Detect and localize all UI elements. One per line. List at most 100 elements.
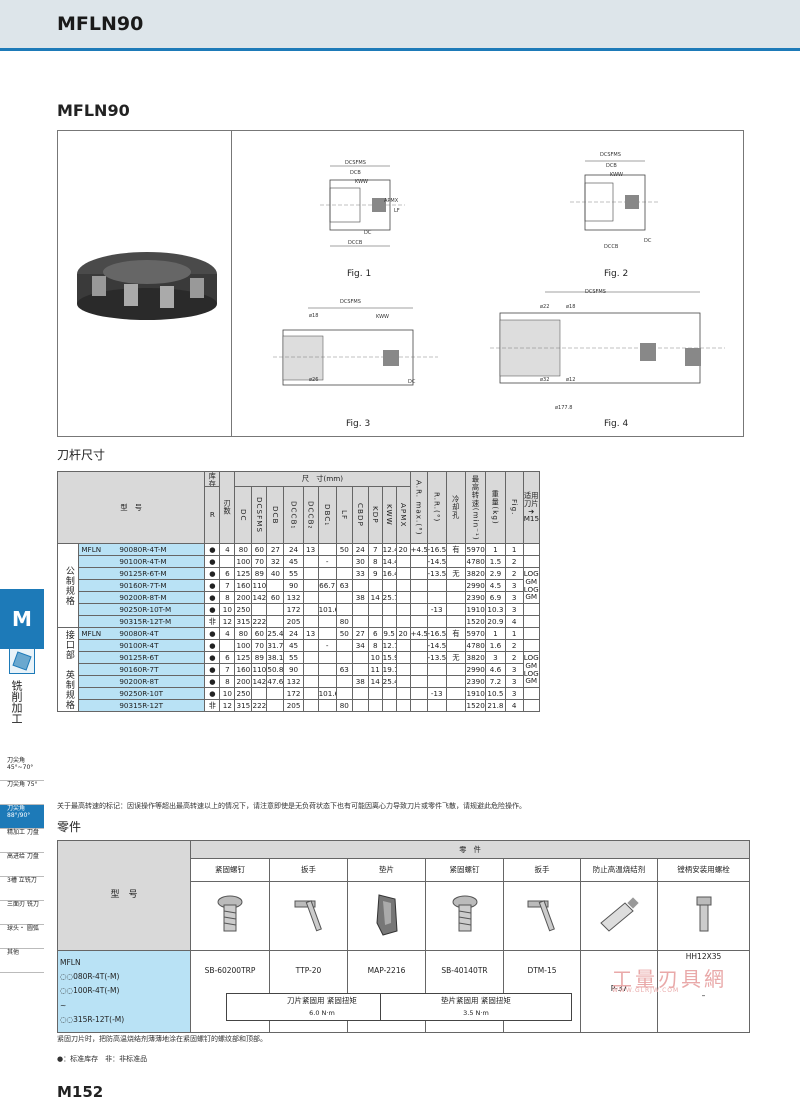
sidebar-item-5[interactable]: 3槽 立铣刀 <box>0 877 44 901</box>
data-cell: 8 <box>219 675 236 688</box>
data-cell: 2990 <box>465 663 487 676</box>
data-cell: -16.5 <box>426 543 447 556</box>
data-cell: 6.9 <box>485 591 506 604</box>
data-cell: 7 <box>219 663 236 676</box>
model-cell: 90125R-6T-M <box>78 567 206 580</box>
data-cell <box>381 603 397 616</box>
data-cell: 27 <box>266 543 285 556</box>
sidebar-item-8[interactable]: 其他 <box>0 949 44 973</box>
data-cell: 有 <box>445 543 467 556</box>
page-header <box>0 0 800 50</box>
sidebar-item-1[interactable]: 刀尖角 75° <box>0 781 44 805</box>
data-cell: ● <box>204 675 221 688</box>
dim-apmx: APMX <box>384 198 399 204</box>
sidebar-item-2[interactable]: 刀尖角 88°/90° <box>0 805 44 829</box>
col-header-model: 型 号 <box>56 471 206 544</box>
data-cell: 3820 <box>465 567 487 580</box>
sub-header-dim: APMX <box>395 486 411 544</box>
shim-icon <box>347 880 426 952</box>
data-cell: 24 <box>283 627 304 640</box>
screw-icon <box>425 880 504 952</box>
data-cell: 33 <box>351 567 369 580</box>
data-cell: 250 <box>234 687 253 700</box>
col-header-rr: R.R.(°) <box>426 471 447 544</box>
data-cell: 30 <box>351 555 369 568</box>
data-cell: 89 <box>251 651 268 664</box>
data-cell: 38.1 <box>266 651 285 664</box>
insert-cell <box>522 543 540 556</box>
fig1-drawing <box>320 165 405 247</box>
data-cell: 142 <box>251 591 268 604</box>
data-cell <box>445 603 467 616</box>
data-cell: 无 <box>445 651 467 664</box>
data-cell: 13 <box>302 627 319 640</box>
data-cell: 8 <box>367 555 383 568</box>
data-cell: 2 <box>504 567 524 580</box>
data-cell: 125 <box>234 567 253 580</box>
data-cell: - <box>317 639 337 652</box>
data-cell: 12.7 <box>381 639 397 652</box>
data-cell <box>445 687 467 700</box>
data-cell <box>426 591 447 604</box>
data-cell <box>317 615 337 628</box>
sidebar-item-4[interactable]: 高进给 刀盘 <box>0 853 44 877</box>
insert-cell <box>522 555 540 568</box>
data-cell: 142 <box>251 675 268 688</box>
data-cell: 55 <box>283 567 304 580</box>
insert-cell <box>522 603 540 616</box>
data-cell: 45 <box>283 555 304 568</box>
data-cell <box>395 579 411 592</box>
data-cell: 70 <box>251 555 268 568</box>
data-cell <box>367 699 383 712</box>
sidebar-item-7[interactable]: 球头・ 圆弧 <box>0 925 44 949</box>
data-cell <box>335 687 353 700</box>
data-cell: 25.4 <box>266 627 285 640</box>
dim-phi22: ø22 <box>540 304 550 310</box>
data-cell: 16.4 <box>381 567 397 580</box>
data-cell: 101.6 <box>317 603 337 616</box>
data-cell: 4.5 <box>485 579 506 592</box>
data-cell <box>445 663 467 676</box>
dim-phi1778: ø177.8 <box>555 405 573 411</box>
data-cell <box>409 687 428 700</box>
sub-header-dim: DCCB₁ <box>283 486 304 544</box>
data-cell <box>409 615 428 628</box>
col-header-teeth: 刃数 <box>219 471 236 544</box>
header-title: MFLN90 <box>57 13 144 35</box>
bolt-icon <box>656 880 751 952</box>
data-cell: 14.4 <box>381 555 397 568</box>
data-cell <box>335 675 353 688</box>
data-cell: 132 <box>283 675 304 688</box>
dim-phi12: ø12 <box>566 377 576 383</box>
watermark-url: WWW.GLRJW.COM <box>612 987 680 994</box>
data-cell <box>395 663 411 676</box>
data-cell: 2 <box>504 639 524 652</box>
sub-header-r: R <box>204 486 221 544</box>
sidebar-item-0[interactable]: 刀尖角 45°~70° <box>0 757 44 781</box>
sidebar-item-3[interactable]: 精加工 刀盘 <box>0 829 44 853</box>
data-cell: 1 <box>504 543 524 556</box>
data-cell: 100 <box>234 639 253 652</box>
sidebar-item-6[interactable]: 三面刃 铣刀 <box>0 901 44 925</box>
cutter-photo-icon <box>77 252 217 320</box>
data-cell: 2390 <box>465 591 487 604</box>
data-cell: 4 <box>219 627 236 640</box>
data-cell: ● <box>204 591 221 604</box>
data-cell: 14 <box>367 591 383 604</box>
data-cell <box>351 699 369 712</box>
data-cell <box>317 675 337 688</box>
milling-insert-icon <box>9 648 35 674</box>
data-cell: -13.5 <box>426 567 447 580</box>
data-cell <box>395 675 411 688</box>
torque-label: 刀片紧固用 紧固扭矩 <box>287 996 357 1005</box>
data-cell: 80 <box>234 543 253 556</box>
fig4-drawing <box>490 291 725 384</box>
data-cell: 205 <box>283 615 304 628</box>
sub-header-dim: DCSFMS <box>251 486 268 544</box>
data-cell: 101.6 <box>317 687 337 700</box>
data-cell: 有 <box>445 627 467 640</box>
data-cell: 25.4 <box>381 675 397 688</box>
data-cell <box>395 603 411 616</box>
data-cell: 3 <box>504 603 524 616</box>
data-cell <box>335 603 353 616</box>
